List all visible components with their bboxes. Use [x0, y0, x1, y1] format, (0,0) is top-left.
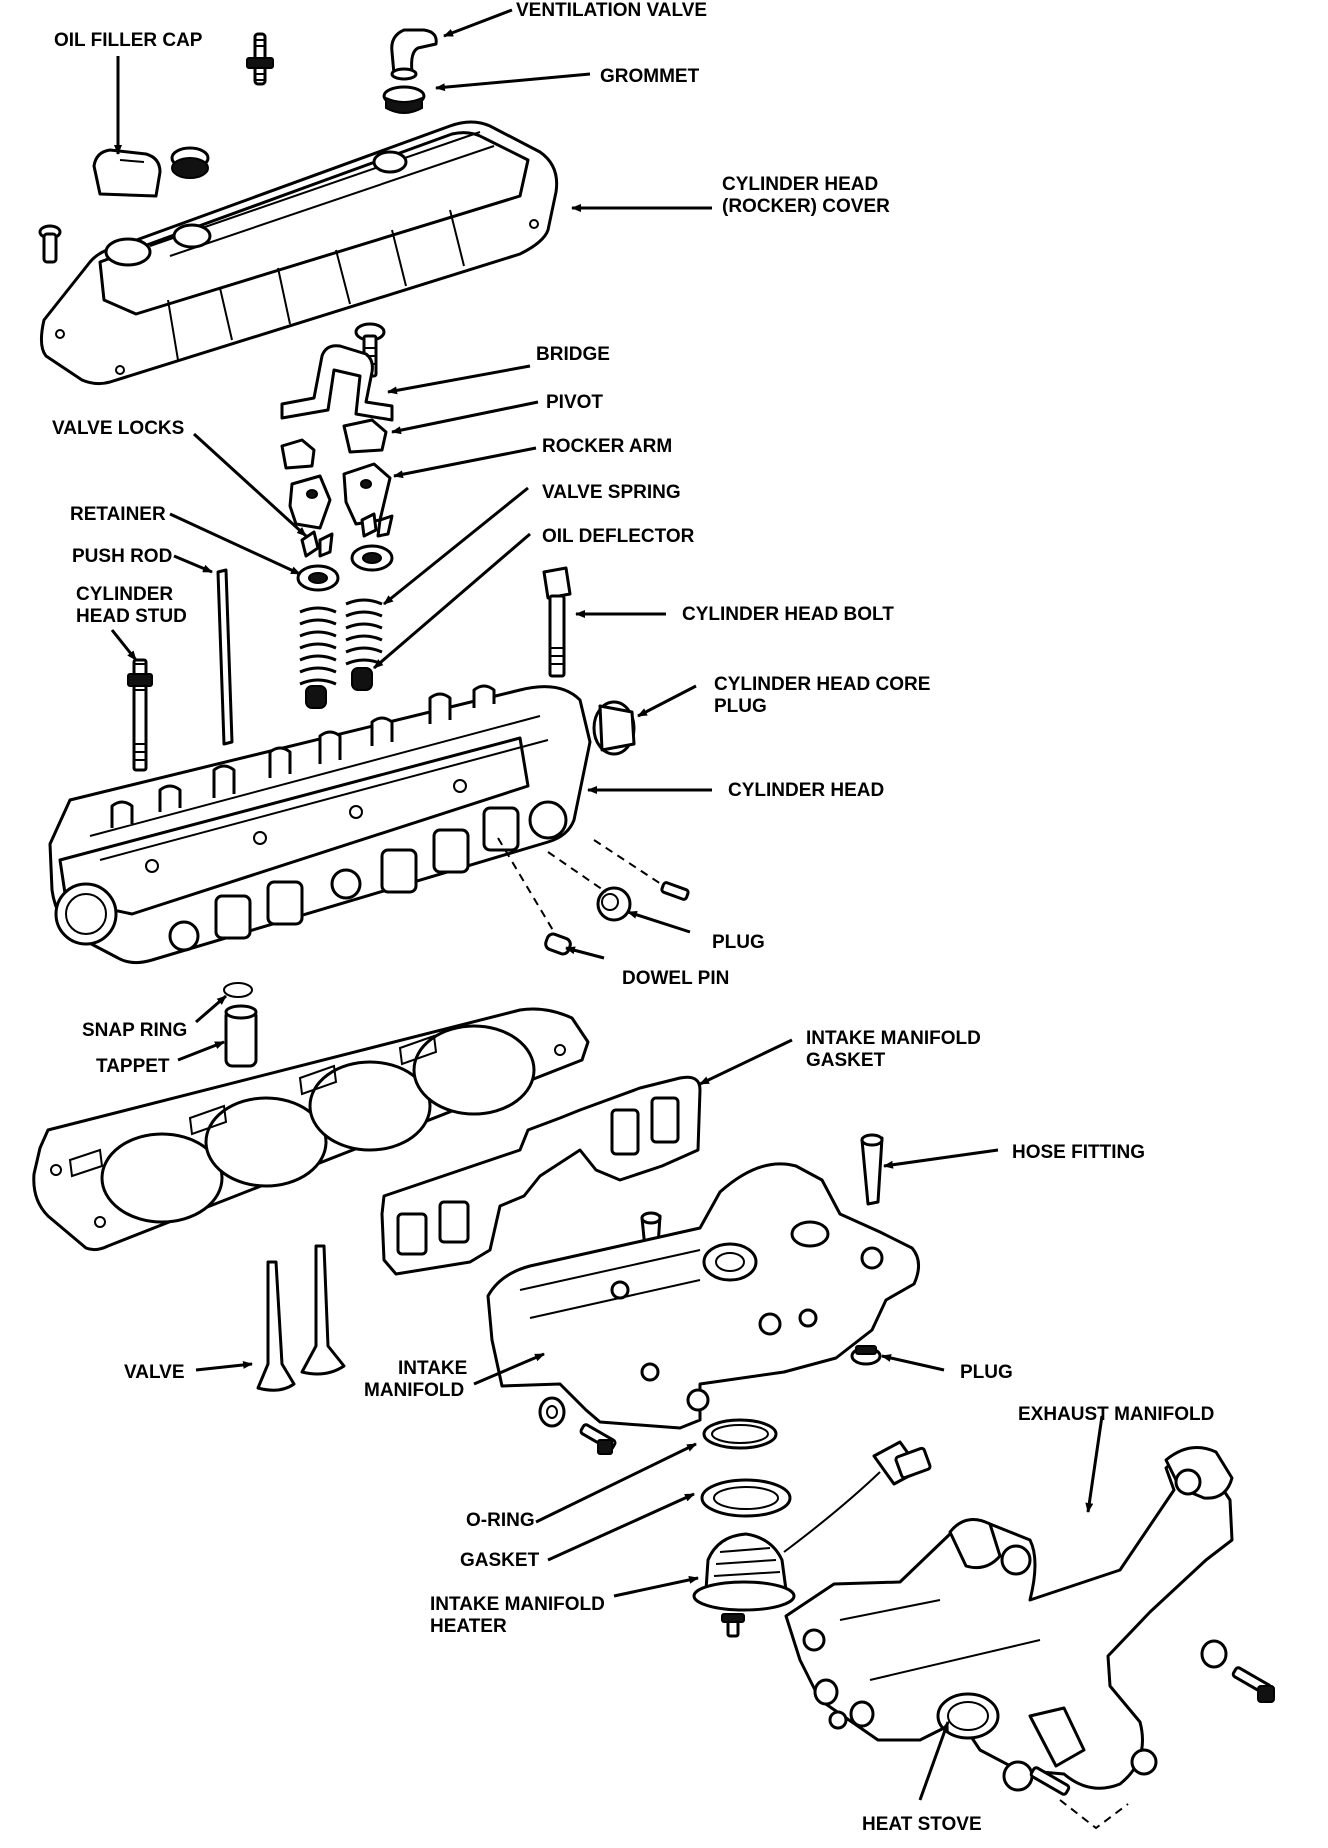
label-dowel-pin: DOWEL PIN — [622, 968, 729, 989]
grommet-part — [382, 85, 426, 114]
head-side-stud-part — [660, 881, 690, 901]
label-push-rod: PUSH ROD — [72, 546, 172, 567]
label-cylinder-head-cover-line2: (ROCKER) COVER — [722, 196, 890, 217]
intake-manifold-gasket-part — [380, 1075, 702, 1276]
label-heater-line2: HEATER — [430, 1616, 507, 1637]
gasket-part — [700, 1478, 792, 1518]
rocker-arm-part — [288, 462, 392, 530]
label-o-ring: O-RING — [466, 1510, 535, 1531]
exhaust-manifold-part — [784, 1446, 1234, 1790]
label-valve-spring: VALVE SPRING — [542, 482, 681, 503]
oil-deflector-part — [305, 667, 373, 709]
head-plug-part — [596, 886, 632, 922]
intake-manifold-heater-part — [692, 1440, 932, 1612]
leader-lines — [110, 8, 1104, 1801]
core-plug-part — [592, 700, 636, 756]
label-oil-filler-cap: OIL FILLER CAP — [54, 30, 203, 51]
manifold-bolt-part — [579, 1423, 617, 1455]
heat-stove-bolt-part — [1002, 1760, 1071, 1796]
label-gasket: GASKET — [460, 1550, 540, 1571]
valve-part — [256, 1244, 346, 1392]
label-valve: VALVE — [124, 1362, 185, 1383]
label-heat-stove: HEAT STOVE — [862, 1814, 982, 1835]
pivot-part — [280, 418, 388, 470]
label-cylinder-head-stud-line2: HEAD STUD — [76, 606, 187, 627]
intake-plug-part — [850, 1345, 882, 1366]
label-cylinder-head-stud-line1: CYLINDER — [76, 584, 173, 605]
cylinder-head-bolt-part — [542, 566, 572, 678]
label-core-plug-line2: PLUG — [714, 696, 767, 717]
retainer-part — [296, 544, 394, 592]
dowel-pin-part — [544, 932, 572, 956]
intake-manifold-part — [486, 1162, 920, 1430]
label-hose-fitting: HOSE FITTING — [1012, 1142, 1145, 1163]
label-plug-upper: PLUG — [712, 932, 765, 953]
o-ring-part — [702, 1418, 778, 1450]
heater-screw-part — [721, 1613, 745, 1638]
push-rod-part — [216, 568, 234, 746]
label-core-plug-line1: CYLINDER HEAD CORE — [714, 674, 930, 695]
bridge-part — [280, 344, 394, 422]
label-pivot: PIVOT — [546, 392, 603, 413]
snap-ring-part — [223, 982, 253, 998]
cylinder-head-stud-part — [127, 658, 153, 772]
valve-spring-part — [299, 598, 383, 686]
label-retainer: RETAINER — [70, 504, 166, 525]
filler-grommet-part — [170, 146, 210, 179]
label-tappet: TAPPET — [96, 1056, 170, 1077]
label-snap-ring: SNAP RING — [82, 1020, 187, 1041]
exhaust-washer-part — [813, 1639, 1228, 1728]
label-ventilation-valve: VENTILATION VALVE — [516, 0, 707, 21]
label-intake-gasket-line2: GASKET — [806, 1050, 886, 1071]
oil-filler-cap-part — [92, 148, 162, 198]
tappet-part — [224, 1004, 258, 1068]
ventilation-valve-part — [390, 28, 438, 81]
valve-locks-part — [300, 512, 394, 558]
cylinder-head-part — [48, 684, 592, 965]
label-grommet: GROMMET — [600, 66, 700, 87]
label-cylinder-head-bolt: CYLINDER HEAD BOLT — [682, 604, 894, 625]
label-heater-line1: INTAKE MANIFOLD — [430, 1594, 605, 1615]
exhaust-bolt-part — [1231, 1666, 1275, 1703]
cover-bolt-part — [38, 224, 62, 264]
label-rocker-arm: ROCKER ARM — [542, 436, 672, 457]
label-cylinder-head-cover-line1: CYLINDER HEAD — [722, 174, 878, 195]
label-bridge: BRIDGE — [536, 344, 610, 365]
rocker-cover-part — [39, 120, 559, 386]
label-cylinder-head: CYLINDER HEAD — [728, 780, 884, 801]
head-gasket-part — [32, 1007, 590, 1252]
cover-stud-part — [246, 32, 274, 86]
manifold-washer-part — [538, 1396, 566, 1428]
label-intake-gasket-line1: INTAKE MANIFOLD — [806, 1028, 981, 1049]
label-oil-deflector: OIL DEFLECTOR — [542, 526, 695, 547]
label-plug-lower: PLUG — [960, 1362, 1013, 1383]
label-intake-manifold-line1: INTAKE — [398, 1358, 467, 1379]
label-valve-locks: VALVE LOCKS — [52, 418, 184, 439]
label-exhaust-manifold: EXHAUST MANIFOLD — [1018, 1404, 1214, 1425]
label-intake-manifold-line2: MANIFOLD — [364, 1380, 464, 1401]
